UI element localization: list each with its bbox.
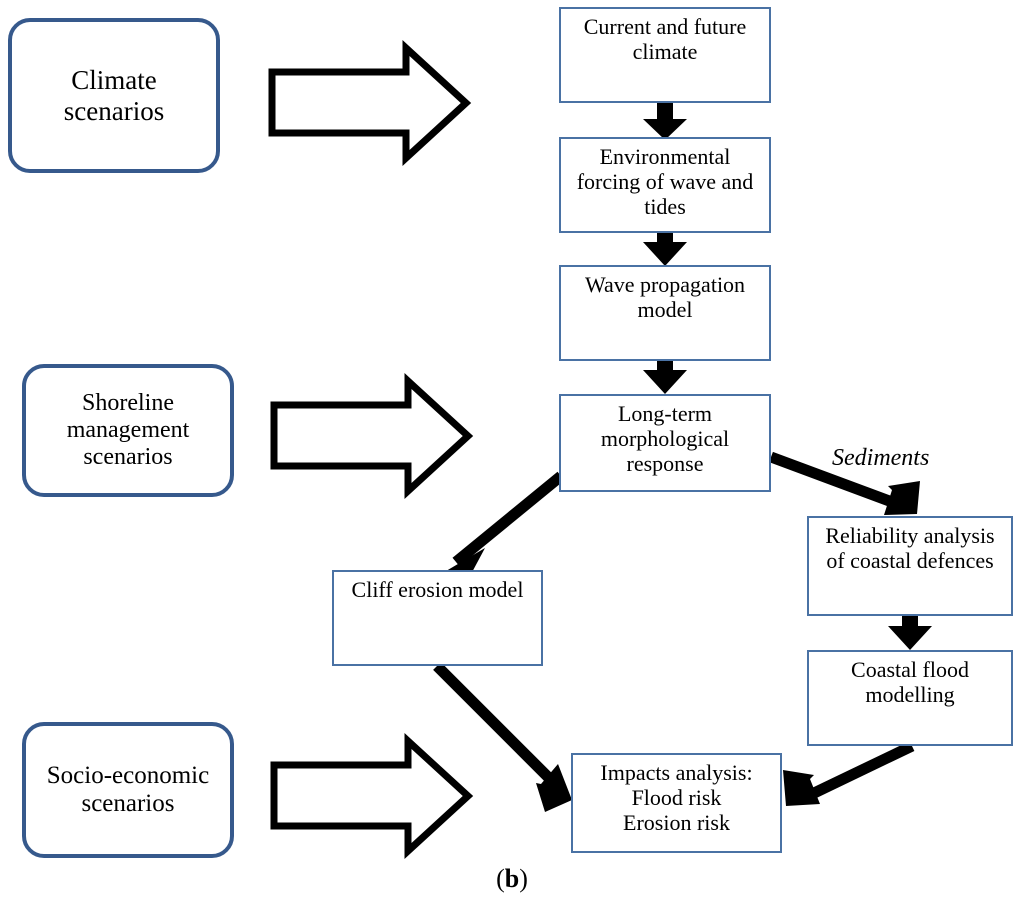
edge-label-sediments: Sediments [832,445,930,471]
process-node-wave-propagation-model[interactable]: Wave propagation model [559,265,771,361]
process-node-cliff-erosion-model-label: Cliff erosion model [351,577,524,602]
arrow-morphological-to-reliability [769,451,920,515]
scenario-node-climate-label: Climate scenarios [63,65,165,126]
block-arrow-shoreline [270,373,474,499]
figure-caption: (b) [0,864,1024,894]
arrow-forcing-to-wave [643,233,687,266]
arrow-coastal-flood-to-impacts [783,741,915,806]
figure-caption-suffix: ) [519,864,528,893]
process-node-cliff-erosion-model[interactable]: Cliff erosion model [332,570,543,666]
scenario-node-climate[interactable]: Climate scenarios [8,18,220,173]
process-node-impacts-analysis-label: Impacts analysis: Flood risk Erosion ris… [600,760,753,835]
scenario-node-shoreline-label: Shoreline management scenarios [66,389,190,471]
arrow-wave-to-morphological [643,361,687,394]
arrow-climate-to-forcing [643,103,687,140]
process-node-environmental-forcing-label: Environmental forcing of wave and tides [576,144,754,219]
process-node-impacts-analysis[interactable]: Impacts analysis: Flood risk Erosion ris… [571,753,782,853]
process-node-coastal-flood-modelling-label: Coastal flood modelling [851,657,969,707]
arrow-cliff-to-impacts [433,662,572,812]
scenario-node-socio-economic-label: Socio-economic scenarios [46,761,210,817]
scenario-node-socio-economic[interactable]: Socio-economic scenarios [22,722,234,858]
block-arrow-climate [268,40,472,166]
arrow-reliability-to-coastal-flood [888,616,932,650]
process-node-wave-propagation-model-label: Wave propagation model [584,272,746,322]
scenario-node-shoreline[interactable]: Shoreline management scenarios [22,364,234,497]
arrow-morphological-to-cliff [440,471,565,580]
process-node-reliability-analysis[interactable]: Reliability analysis of coastal defences [807,516,1013,616]
process-node-coastal-flood-modelling[interactable]: Coastal flood modelling [807,650,1013,746]
process-node-environmental-forcing[interactable]: Environmental forcing of wave and tides [559,137,771,233]
process-node-reliability-analysis-label: Reliability analysis of coastal defences [825,523,995,573]
block-arrow-socio [270,733,474,859]
figure-caption-prefix: ( [496,864,505,893]
process-node-long-term-morphological-response[interactable]: Long-term morphological response [559,394,771,492]
figure-caption-letter: b [504,864,520,893]
process-node-current-and-future-climate-label: Current and future climate [583,14,747,64]
process-node-current-and-future-climate[interactable]: Current and future climate [559,7,771,103]
process-node-long-term-morphological-response-label: Long-term morphological response [600,401,730,476]
